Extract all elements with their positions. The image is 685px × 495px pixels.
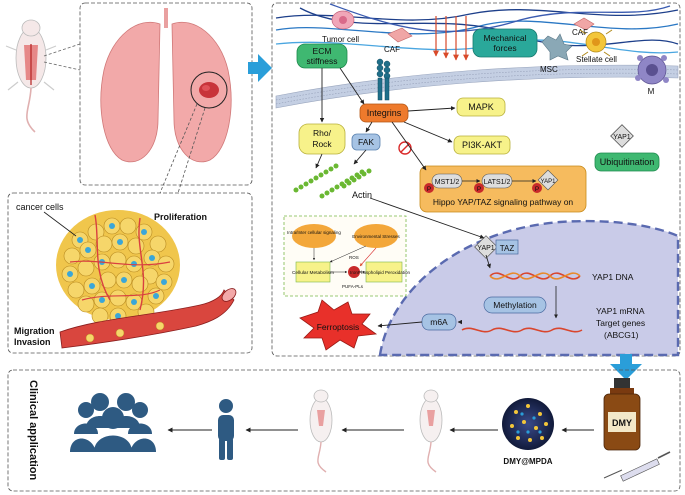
- caf-right-label: CAF: [572, 28, 588, 37]
- tumor-cell-icon: [331, 10, 355, 30]
- tumor-cell-label: Tumor cell: [322, 35, 359, 44]
- nanoparticle-icon: [502, 398, 554, 450]
- target-genes-label: Target genes: [596, 318, 645, 328]
- mst-label: MST1/2: [435, 179, 460, 186]
- mechanism-panel: [271, 2, 681, 357]
- yap1-top-label: YAP1: [613, 134, 630, 141]
- rho-rock-label: Rho/Rock: [312, 128, 332, 149]
- yap1-mrna-label: YAP1 mRNA: [596, 306, 645, 316]
- inset-arrow: [359, 247, 377, 267]
- iron-icon: [348, 266, 360, 278]
- flow-arrow-right: [248, 54, 272, 82]
- stellate-cell-icon: [579, 29, 613, 57]
- lung-panel: [79, 2, 253, 186]
- connector-line: [159, 103, 198, 194]
- yap1-nuc-diamond: [474, 235, 498, 259]
- environmental-oval: [354, 224, 398, 248]
- signaling-label: Intra/Inter cellular signaling: [287, 230, 341, 235]
- blood-vessel-illustration: [59, 288, 237, 349]
- proliferation-label: Proliferation: [154, 212, 207, 222]
- dna-helix-icon: [489, 272, 581, 280]
- yap1-hippo-label: YAP1: [541, 179, 557, 185]
- taz-label: TAZ: [500, 244, 515, 253]
- caf-icon-right: [573, 17, 595, 31]
- phospholipid-label: Phospholipid Peroxidation: [358, 270, 411, 275]
- mouse-illustration: [5, 19, 57, 133]
- tumor-cluster-illustration: [56, 210, 180, 325]
- ros-label: ROS: [349, 255, 359, 260]
- cancer-cells-label: cancer cells: [16, 202, 64, 212]
- mapk-label: MAPK: [468, 102, 494, 112]
- phospho-icon: [424, 183, 542, 193]
- yap1-diamond-icon: [610, 124, 634, 148]
- yap1-hippo-diamond: [537, 169, 559, 191]
- p-label: P: [477, 186, 481, 193]
- lungs-illustration: [100, 8, 232, 163]
- environmental-label: Environmental Stresses: [352, 234, 400, 239]
- iron-label: Iron: [350, 270, 358, 275]
- yap1-dna-label: YAP1 DNA: [592, 272, 634, 282]
- pi3k-akt-box: [453, 135, 511, 155]
- p-label: P: [427, 186, 431, 193]
- fak-label: FAK: [358, 137, 374, 147]
- mapk-box: [456, 97, 506, 117]
- actin-label: Actin: [352, 190, 372, 200]
- ubiquitination-label: Ubiquitination: [600, 157, 655, 167]
- m-label: M: [648, 87, 655, 96]
- methylation-label: Methylation: [493, 300, 537, 310]
- syringe-icon: [603, 451, 671, 482]
- ferroptosis-label: Ferroptosis: [317, 322, 360, 332]
- dmy-label: DMY: [612, 418, 632, 428]
- dmy-mpda-label: DMY@MPDA: [503, 457, 552, 466]
- migration-label: Migration: [14, 326, 55, 336]
- connector-line: [43, 61, 81, 71]
- clinical-panel: [7, 369, 681, 492]
- pathway-arrows: [315, 67, 491, 328]
- actin-filament-icon: [293, 163, 372, 199]
- abcg1-label: (ABCG1): [604, 330, 639, 340]
- cellular-metabolism-label: Cellular Metabolism: [292, 270, 334, 276]
- flow-arrow-down: [610, 354, 642, 380]
- mouse-icon: [309, 389, 333, 473]
- lats-label: LATS1/2: [484, 179, 511, 186]
- pufapls-label: PUFA-PLs: [342, 284, 364, 289]
- mrna-icon: [461, 327, 583, 333]
- inhibition-icon: [398, 141, 412, 155]
- m6a-label: m6A: [430, 317, 448, 327]
- msc-icon: [541, 33, 573, 61]
- integrins-label: Integrins: [367, 108, 402, 118]
- person-icon: [218, 399, 234, 460]
- medicine-bottle-icon: [603, 378, 641, 451]
- connector-line: [43, 43, 81, 57]
- clinical-title: Clinical application: [27, 380, 39, 481]
- ubiquitination-box: [594, 152, 660, 172]
- invasion-label: Invasion: [14, 337, 51, 347]
- yap1-nuc-label: YAP1: [477, 245, 494, 252]
- tumor-panel: [7, 192, 253, 354]
- stellate-cell-label: Stellate cell: [576, 55, 617, 64]
- methylation-box: [483, 296, 547, 314]
- caf-icon: [387, 27, 413, 43]
- mechanical-forces-box: [472, 28, 538, 58]
- caf-left-label: CAF: [384, 45, 400, 54]
- population-icon: [70, 393, 156, 452]
- pointer-line: [43, 211, 77, 237]
- pi3k-akt-label: PI3K-AKT: [462, 140, 503, 150]
- force-arrows: [433, 16, 469, 61]
- hippo-pathway-label: Hippo YAP/TAZ signaling pathway on: [433, 197, 574, 207]
- integrins-box: [359, 103, 409, 123]
- macrophage-icon: [635, 55, 669, 85]
- integrin-receptor-icon: [376, 58, 391, 101]
- p-label: P: [535, 186, 539, 193]
- mouse-icon: [419, 389, 443, 473]
- phospholipid-box: [365, 261, 403, 283]
- signaling-oval: [292, 224, 336, 248]
- taz-box: [495, 239, 519, 255]
- msc-label: MSC: [540, 65, 558, 74]
- ferroptosis-burst: [299, 299, 378, 351]
